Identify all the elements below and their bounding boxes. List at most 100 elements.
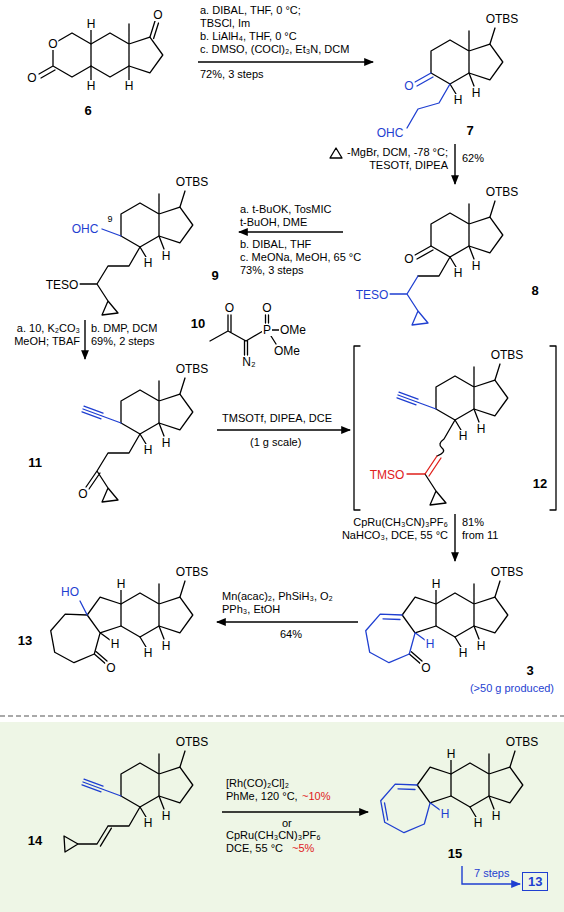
compound: OTBSHHTMSO12 <box>352 344 560 512</box>
structure-7 <box>407 28 503 128</box>
condition-text: b. LiAlH₄, THF, 0 °C <box>200 30 297 43</box>
compound: OTBSHOHHHHO13 <box>5 563 215 702</box>
condition-text: c. DMSO, (COCl)₂, Et₃N, DCM <box>200 43 349 56</box>
atom-label: H <box>143 817 154 829</box>
condition-text: 64% <box>280 628 302 641</box>
atom-label: H <box>476 423 487 435</box>
compound: 6OOOHHH <box>5 4 196 125</box>
condition-text: 81% from 11 <box>462 516 506 542</box>
atom-label: O <box>403 253 414 265</box>
reaction-conditions: Mn(acac)₂, PhSiH₃, O₂ PPh₃, EtOH <box>222 590 354 616</box>
atom-label: HO <box>60 586 80 598</box>
condition-text: 72%, 3 steps <box>200 68 264 81</box>
atom-label: H <box>440 808 451 820</box>
atom-label: O <box>152 9 163 21</box>
structure-14 <box>64 751 193 852</box>
reaction-arrow <box>84 320 85 359</box>
compound-number: 8 <box>530 284 539 297</box>
reaction-conditions: CpRu(CH₃CN)₃PF₆ NaHCO₃, DCE, 55 °C <box>330 516 448 542</box>
atom-label: H <box>476 640 487 652</box>
compound-number: 6 <box>83 104 92 117</box>
atom-label: TMSO <box>369 469 406 481</box>
structure-13 <box>51 581 193 663</box>
atom-label: H <box>124 80 135 92</box>
cyclopropyl-icon <box>330 148 342 158</box>
compound-number: 13 <box>528 875 542 888</box>
structure-3 <box>366 581 508 663</box>
compound-number: 7 <box>465 124 474 137</box>
condition-text: c. MeONa, MeOH, 65 °C <box>240 251 361 264</box>
atom-label: O <box>420 662 431 674</box>
atom-label: OTBS <box>175 736 210 748</box>
atom-label: TESO <box>355 289 390 301</box>
compound: OTBS HH 14 <box>10 734 220 880</box>
compound: OTBSOHC9HHTESO9 <box>5 178 237 318</box>
atom-label: P <box>262 324 272 336</box>
reaction-conditions: -MgBr, DCM, -78 °C; TESOTf, DIPEA <box>318 146 448 172</box>
compound: OTBSOOHCHH7 <box>375 4 560 142</box>
compound: OTBSHHHHO3(>50 g produced) <box>360 563 562 702</box>
atom-label: OTBS <box>175 176 210 188</box>
atom-label: OTBS <box>485 186 520 198</box>
atom-label: H <box>86 80 97 92</box>
atom-label: H <box>471 87 482 99</box>
atom-label: OHC <box>376 127 405 139</box>
atom-label: H <box>86 18 97 30</box>
scale-note: (>50 g produced) <box>469 683 555 694</box>
condition-text: b. DMP, DCM <box>91 322 157 335</box>
atom-label: H <box>143 647 154 659</box>
atom-label: H <box>458 647 469 659</box>
condition-text: ~5% <box>292 842 314 855</box>
structure-9 <box>78 191 193 315</box>
atom-label: O <box>224 302 235 314</box>
atom-label: H <box>116 578 127 590</box>
atom-label: H <box>143 444 154 456</box>
reaction-arrow <box>239 231 343 232</box>
atom-label: H <box>143 257 154 269</box>
atom-label: O <box>403 80 414 92</box>
reaction-arrow <box>217 621 358 622</box>
condition-text: 73%, 3 steps <box>240 264 304 277</box>
atom-label: H <box>161 640 172 652</box>
reaction-arrow <box>217 429 350 430</box>
reference-box: 13 <box>522 872 548 891</box>
condition-text: DCE, 55 °C <box>226 842 283 855</box>
atom-label: OTBS <box>490 349 525 361</box>
atom-label: H <box>453 94 464 106</box>
reaction-arrow <box>198 61 373 62</box>
atom-label: OMe <box>279 324 307 336</box>
condition-text: or <box>282 817 292 830</box>
atom-label: H <box>473 817 484 829</box>
compound-number: 13 <box>17 634 33 647</box>
reaction-arrow <box>454 514 455 561</box>
reaction-arrow <box>462 866 520 884</box>
atom-label: H <box>161 250 172 262</box>
reaction-conditions: a. DIBAL, THF, 0 °C; TBSCl, Im <box>200 4 322 30</box>
structure-11 <box>82 378 193 502</box>
atom-label: H <box>161 437 172 449</box>
reaction-conditions: TMSOTf, DIPEA, DCE <box>222 412 350 425</box>
atom-label: O <box>105 662 116 674</box>
condition-text: b. DIBAL, THF <box>240 238 311 251</box>
atom-label: H <box>458 430 469 442</box>
compound: OTBSOHHTESO8 <box>345 186 560 315</box>
atom-label: H <box>471 260 482 272</box>
atom-label: OHC <box>71 223 100 235</box>
compound-number: 15 <box>447 847 463 860</box>
compound: OTBSHHHH15 <box>370 734 560 864</box>
bracket <box>354 346 556 510</box>
atom-label: OTBS <box>490 566 525 578</box>
atom-label: H <box>425 638 436 650</box>
compound: OTBSHHO11 <box>5 361 215 502</box>
structure-6 <box>39 21 163 80</box>
reaction-arrow <box>222 811 368 812</box>
locant-number: 9 <box>106 215 113 224</box>
condition-text: 62% <box>462 152 484 165</box>
atom-label: H <box>110 638 121 650</box>
atom-label: H <box>161 810 172 822</box>
atom-label: OTBS <box>175 566 210 578</box>
compound-number: 14 <box>27 834 43 847</box>
divider-line <box>0 715 564 716</box>
